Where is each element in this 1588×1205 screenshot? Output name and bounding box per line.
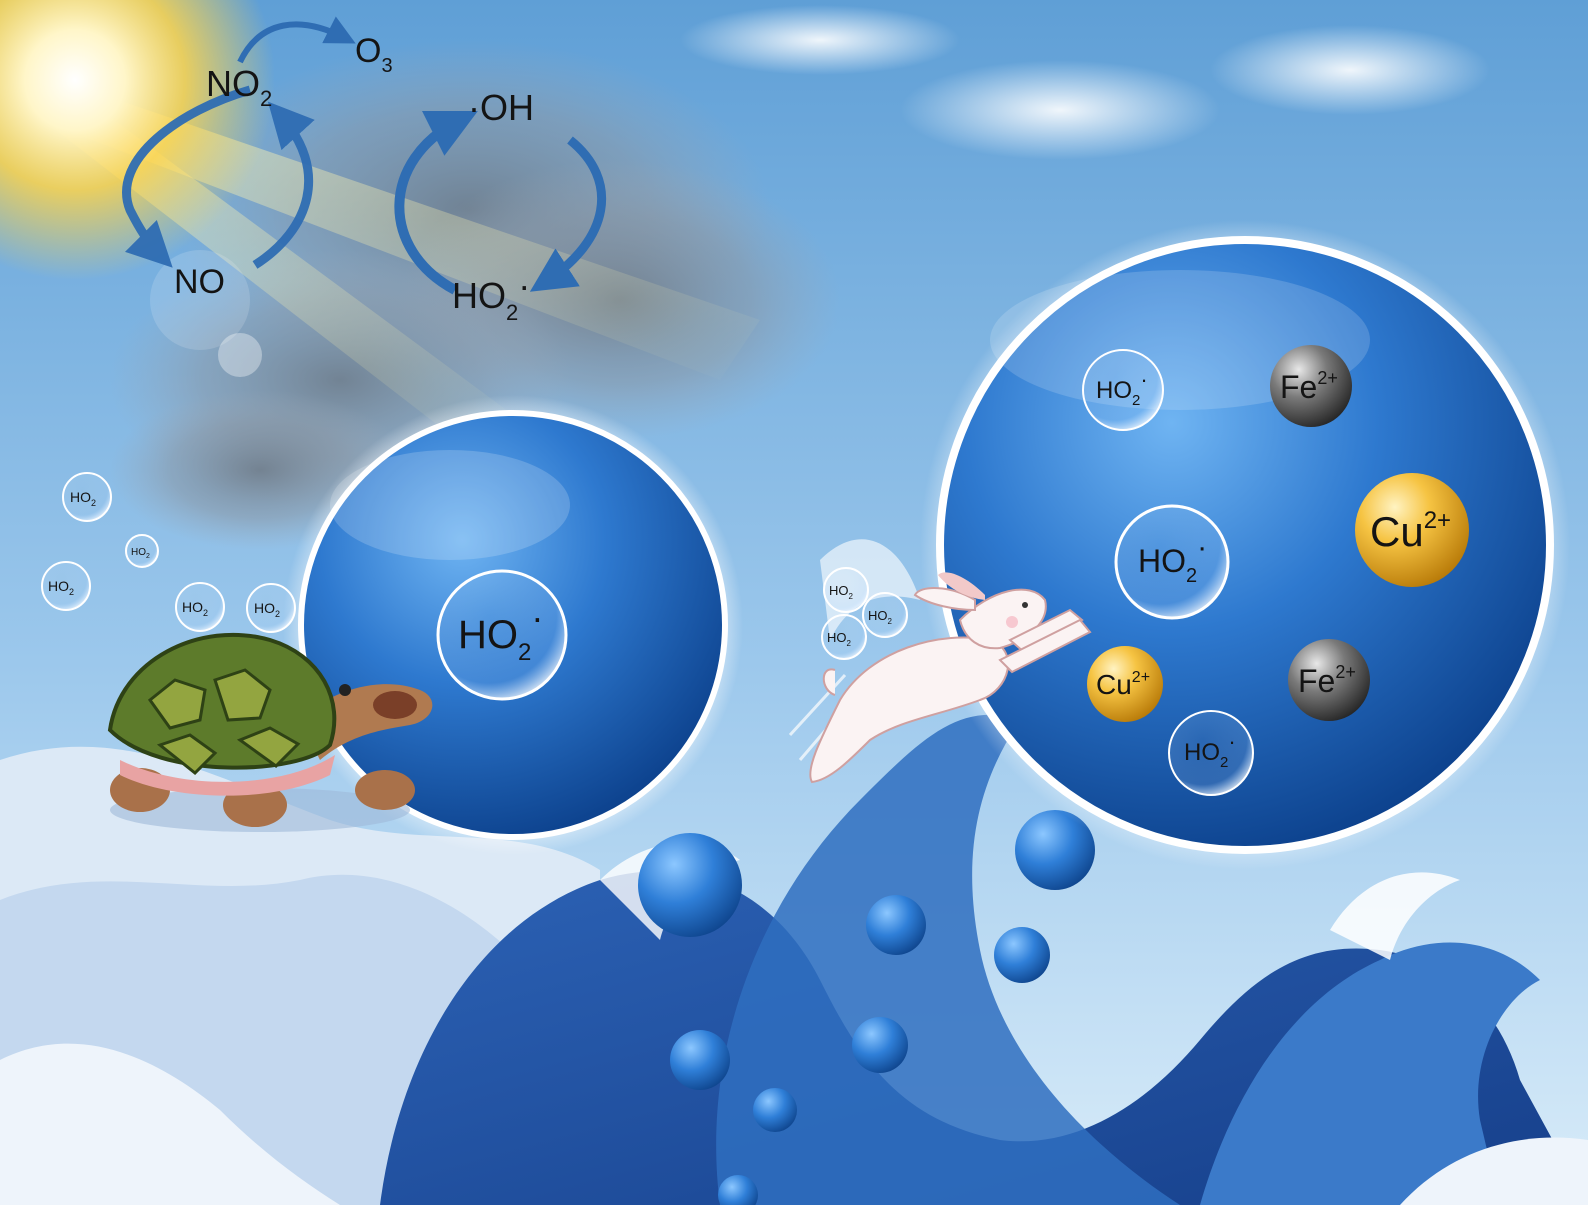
ho2-bubble: HO2·	[436, 569, 568, 701]
large-droplet: HO2· HO2· HO2· Fe2+ Fe2+ Cu2+ Cu2+	[920, 220, 1570, 870]
ho2-bubble: HO2·	[1168, 710, 1254, 796]
cu-ion: Cu2+	[1355, 473, 1469, 587]
wave-icon	[0, 539, 1588, 1205]
hox-cycle: ·OH HO2·	[394, 87, 607, 325]
label-o3: O3	[355, 32, 393, 77]
label-no: NO	[174, 263, 225, 301]
cu-ion: Cu2+	[1087, 646, 1163, 722]
svg-text:HO2·: HO2·	[1184, 729, 1236, 771]
svg-text:HO2·: HO2·	[1138, 531, 1207, 587]
ho2-bubble: HO2	[41, 561, 91, 611]
svg-text:Cu2+: Cu2+	[1096, 669, 1150, 700]
small-droplet: HO2·	[283, 395, 743, 855]
rabbit-icon	[788, 572, 1092, 784]
svg-text:HO2·: HO2·	[458, 597, 543, 666]
turtle-icon	[107, 632, 433, 832]
label-no2: NO2	[206, 63, 272, 111]
svg-text:HO2: HO2	[254, 600, 280, 619]
svg-text:HO2·: HO2·	[1096, 367, 1148, 409]
ho2-bubble: HO2	[175, 582, 225, 632]
svg-text:HO2: HO2	[827, 630, 852, 648]
svg-text:HO2: HO2	[829, 583, 854, 601]
ho2-bubble: HO2	[862, 592, 908, 638]
ho2-bubble: HO2	[246, 583, 296, 633]
ho2-bubble: HO2	[823, 567, 869, 613]
ho2-bubble: HO2·	[1114, 504, 1230, 620]
fe-ion: Fe2+	[1270, 345, 1352, 427]
svg-text:Fe2+: Fe2+	[1280, 368, 1338, 405]
small-ho2-bubbles-left: HO2 HO2 HO2 HO2 HO2	[41, 472, 296, 633]
fe-ion: Fe2+	[1288, 639, 1370, 721]
svg-text:HO2: HO2	[868, 608, 893, 626]
svg-text:Cu2+: Cu2+	[1370, 507, 1451, 555]
svg-text:Fe2+: Fe2+	[1298, 662, 1356, 699]
svg-text:HO2: HO2	[70, 489, 96, 508]
ho2-bubble: HO2	[125, 534, 159, 568]
nox-cycle: NO2 O3 NO	[122, 16, 393, 301]
cloud-icon	[680, 5, 1490, 160]
svg-text:HO2: HO2	[48, 578, 74, 597]
ho2-bubble: HO2	[821, 614, 867, 660]
water-droplets	[638, 810, 1095, 1205]
svg-text:HO2: HO2	[182, 599, 208, 618]
ho2-bubble: HO2·	[1082, 349, 1164, 431]
svg-text:HO2: HO2	[131, 547, 150, 560]
label-ho2-cycle: HO2·	[452, 265, 530, 325]
label-oh: ·OH	[468, 87, 534, 128]
ho2-bubble: HO2	[62, 472, 112, 522]
